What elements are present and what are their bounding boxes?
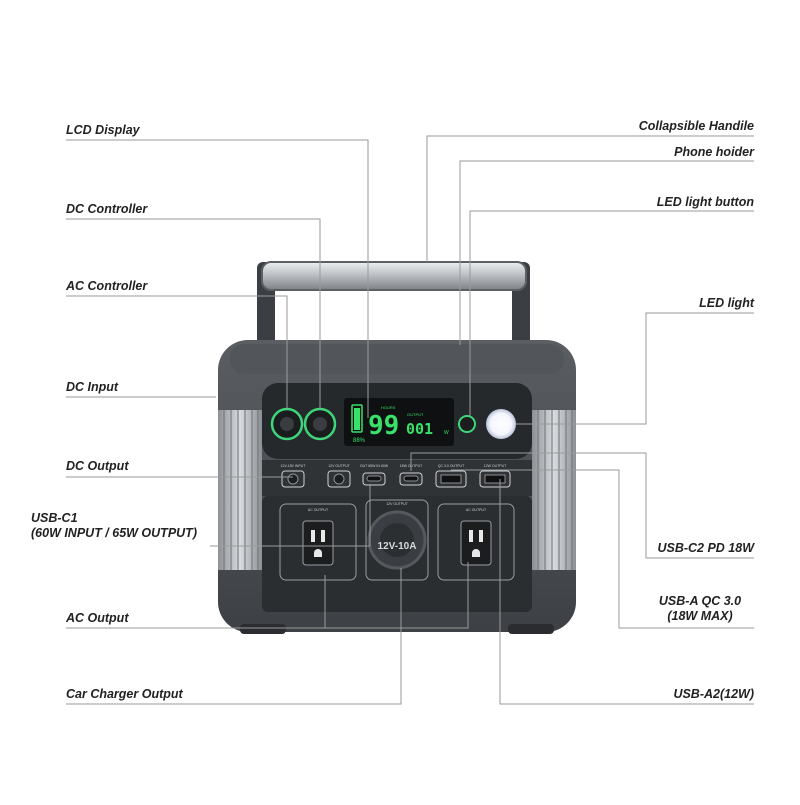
led-light-button[interactable] [458,415,476,433]
label-lcd-display: LCD Display [66,123,140,137]
port-row: 12V-18V INPUT 12V OUTPUT OUT 65W IN 60W … [262,460,532,496]
label-usb-a-qc: USB-A QC 3.0 [658,594,742,608]
label-led-light: LED light [699,296,754,310]
lcd-main-value: 99 [368,411,399,441]
usb-a2-port[interactable] [484,474,506,484]
label-usb-c1: USB-C1 [31,511,78,525]
usb-a2-port-label: 12W OUTPUT [484,464,507,468]
lcd-output-label: OUTPUT [407,412,424,417]
control-panel: HOURS 99 88% OUTPUT 001 W [262,383,532,459]
car-charger-socket-text: 12V-10A [378,541,417,552]
label-car-charger-output: Car Charger Output [66,687,183,701]
dc-output-port[interactable] [333,473,345,485]
lcd-battery-percent: 88% [353,438,366,444]
label-usb-c2: USB-C2 PD 18W [657,541,754,555]
outlet-panel: AC OUTPUT 12V OUTPUT 12V-10A AC OUTPUT [262,496,532,612]
dc-input-port-label: 12V-18V INPUT [281,464,307,468]
label-usb-a2: USB-A2(12W) [673,687,754,701]
leader-lines [66,135,754,705]
lcd-output-value: 001 [406,420,433,438]
label-dc-input: DC Input [66,380,119,394]
lcd-hours-label: HOURS [381,405,396,410]
label-ac-output: AC Output [66,611,129,625]
lcd-display [344,398,454,446]
label-dc-output: DC Output [66,459,129,473]
car-charger-label: 12V OUTPUT [386,502,408,506]
lcd-output-unit: W [444,430,449,436]
label-ac-controller: AC Controller [66,279,148,293]
ac-output-left-label: AC OUTPUT [308,508,329,512]
label-collapsible-handle: Collapsible Handile [638,119,754,133]
label-dc-controller: DC Controller [66,202,148,216]
label-led-light-button: LED light button [656,195,754,209]
battery-icon [351,404,363,433]
dc-input-port[interactable] [287,473,299,485]
usb-c1-port[interactable] [366,475,382,482]
label-usb-c1-detail: (60W INPUT / 65W OUTPUT) [31,526,197,540]
label-phone-holder: Phone hoider [674,145,754,159]
led-light [486,409,516,439]
usb-c2-port[interactable] [403,475,419,482]
ac-output-right-label: AC OUTPUT [466,508,487,512]
label-usb-a-qc-detail: (18W MAX) [667,609,733,623]
ac-outlet-right[interactable] [460,520,492,566]
ac-outlet-left[interactable] [302,520,334,566]
usb-a-qc-port-label: QC 3.0 OUTPUT [438,464,465,468]
usb-c1-port-label: OUT 65W IN 60W [360,464,389,468]
usb-a-qc-port[interactable] [440,474,462,484]
dc-output-port-label: 12V OUTPUT [328,464,350,468]
collapsible-handle [257,261,530,352]
